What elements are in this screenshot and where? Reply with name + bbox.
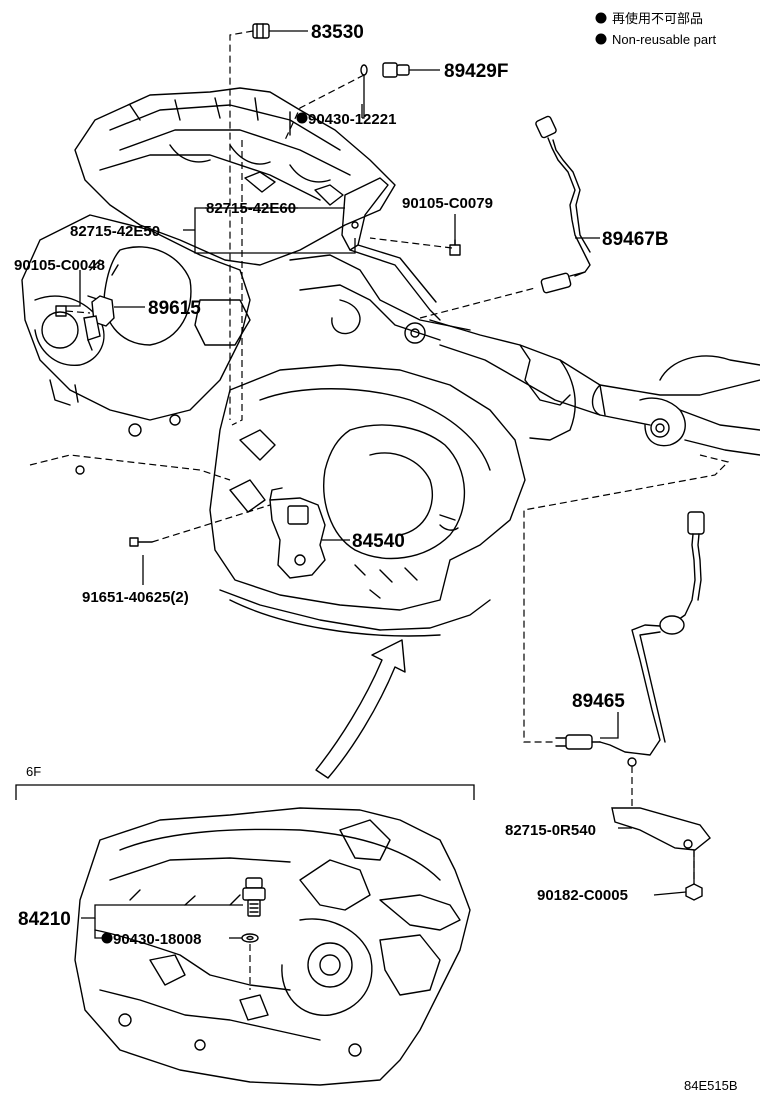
label-90182-c0005: 90182-C0005	[537, 887, 628, 904]
label-89429f: 89429F	[444, 61, 508, 82]
label-82715-42e60: 82715-42E60	[206, 200, 296, 217]
oil-pressure-switch-part	[252, 23, 270, 39]
section-6f: 6F	[15, 764, 475, 1086]
af-sensor-part	[535, 115, 591, 294]
non-reusable-dot-icon	[595, 12, 607, 24]
label-90430-18008: 90430-18008	[113, 931, 201, 948]
bolt-c0048-part	[55, 305, 67, 317]
label-89467b: 89467B	[602, 229, 669, 250]
label-84540: 84540	[352, 531, 405, 552]
label-89615: 89615	[148, 298, 201, 319]
non-reusable-dot-icon	[101, 932, 113, 944]
part-labels: 83530 89429F 90430-12221 82715-42E60 901…	[14, 22, 738, 1093]
arrow-icon	[315, 639, 406, 779]
temp-sensor-part	[360, 62, 410, 78]
label-90105-c0048: 90105-C0048	[14, 257, 105, 274]
label-84210: 84210	[18, 909, 71, 930]
legend: 再使用不可部品 Non-reusable part	[595, 11, 716, 47]
non-reusable-dot-icon	[595, 33, 607, 45]
label-82715-0r540: 82715-0R540	[505, 822, 596, 839]
label-90105-c0079: 90105-C0079	[402, 195, 493, 212]
label-91651-40625: 91651-40625(2)	[82, 589, 189, 606]
non-reusable-dot-icon	[296, 112, 308, 124]
pressure-switch-84210-part	[242, 877, 266, 917]
label-82715-42e50: 82715-42E50	[70, 223, 160, 240]
bracket-0r540-part	[611, 807, 711, 851]
bolt-40625-part	[129, 537, 153, 547]
engine-assembly-drawing	[21, 87, 760, 637]
leader-lines	[66, 30, 695, 896]
nut-c0005-part	[685, 883, 703, 901]
legend-ja: 再使用不可部品	[612, 11, 703, 26]
bracket-42e60-part	[341, 177, 441, 321]
gasket-part	[241, 933, 259, 943]
label-89465: 89465	[572, 691, 625, 712]
oxygen-sensor-part	[555, 511, 705, 767]
knock-sensor-part	[83, 295, 115, 351]
neutral-switch-part	[269, 487, 326, 579]
label-83530: 83530	[311, 22, 364, 43]
legend-en: Non-reusable part	[612, 32, 716, 47]
figure-code: 84E515B	[684, 1078, 738, 1093]
position-dashed-lines	[65, 30, 730, 884]
section-label: 6F	[26, 764, 41, 779]
label-90430-12221: 90430-12221	[308, 111, 396, 128]
